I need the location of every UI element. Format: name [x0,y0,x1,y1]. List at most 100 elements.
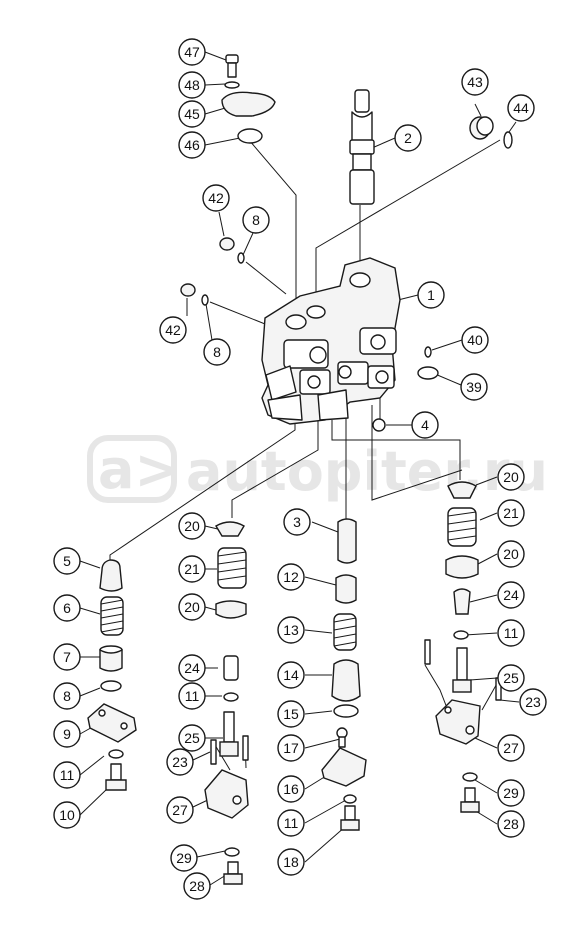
callout-23-right: 23 [519,688,547,716]
part-oring-39 [417,366,439,380]
svg-text:43: 43 [467,74,483,90]
callout-3: 3 [283,508,311,536]
svg-text:42: 42 [208,190,224,206]
svg-text:44: 44 [513,100,529,116]
part-pin-23-mid-b [242,735,249,761]
svg-text:20: 20 [503,469,519,485]
svg-text:3: 3 [293,514,301,530]
svg-text:12: 12 [283,569,299,585]
callout-28-right: 28 [497,810,525,838]
svg-text:14: 14 [283,667,299,683]
svg-text:11: 11 [60,767,75,783]
callout-27-right: 27 [497,734,525,762]
part-cap-27-mid [204,769,249,819]
svg-text:17: 17 [283,740,299,756]
callout-13: 13 [277,616,305,644]
callout-1: 1 [417,281,445,309]
part-bolt-28-right [460,787,480,813]
svg-text:39: 39 [466,379,482,395]
part-washer-11-left [108,749,124,759]
callout-42-upper: 42 [202,184,230,212]
callout-8-upper: 8 [242,206,270,234]
svg-text:10: 10 [59,807,75,823]
callout-20-mid-lower: 20 [178,593,206,621]
callout-24-mid: 24 [178,654,206,682]
callouts: 47 48 45 46 43 44 2 42 8 1 42 8 40 39 4 … [53,38,547,900]
part-oring-40 [424,346,432,358]
part-oring-46 [237,128,263,144]
svg-text:24: 24 [184,660,200,676]
part-plug-42-upper [219,237,235,251]
svg-text:29: 29 [176,850,192,866]
part-piston-3 [337,518,357,564]
svg-text:2: 2 [404,130,412,146]
callout-25-mid: 25 [178,724,206,752]
watermark-text: autopiter.ru [186,440,548,503]
part-washer-29-right [462,772,478,782]
callout-11-left: 11 [53,761,81,789]
part-oring-8-upper [237,252,245,264]
svg-text:42: 42 [165,322,181,338]
callout-46: 46 [178,131,206,159]
svg-text:20: 20 [184,518,200,534]
watermark: a> autopiter.ru [87,435,548,503]
part-washer-29-mid [224,847,240,857]
callout-6: 6 [53,594,81,622]
watermark-logo-glyph: a> [98,438,180,501]
callout-10: 10 [53,801,81,829]
part-oring-15 [333,704,359,718]
part-sleeve-12 [335,574,357,604]
svg-text:7: 7 [63,649,71,665]
part-valve-body-1 [261,257,401,425]
callout-23-mid: 23 [166,748,194,776]
svg-text:11: 11 [284,815,299,831]
callout-25-right: 25 [497,664,525,692]
svg-text:8: 8 [213,344,221,360]
part-seat-20-right-upper [447,481,477,499]
svg-text:8: 8 [252,212,260,228]
svg-text:23: 23 [525,694,541,710]
svg-text:11: 11 [504,625,519,641]
part-plate-9 [87,703,137,743]
svg-text:25: 25 [503,670,519,686]
part-seat-14 [331,659,361,702]
callout-8-left: 8 [53,682,81,710]
callout-11-center: 11 [277,809,305,837]
svg-text:18: 18 [283,854,299,870]
svg-text:45: 45 [184,106,200,122]
callout-42-lower: 42 [159,316,187,344]
callout-11-right: 11 [497,619,525,647]
svg-text:13: 13 [283,622,299,638]
svg-text:6: 6 [63,600,71,616]
svg-text:11: 11 [185,688,200,704]
part-seat-20-mid-upper [215,521,245,537]
parts [87,54,513,885]
part-plug-42-lower [180,283,196,297]
svg-text:21: 21 [184,561,200,577]
part-spring-21-right [447,507,477,547]
part-pin-23-right-a [424,639,431,665]
part-bolt-18 [340,805,360,831]
svg-text:20: 20 [503,546,519,562]
part-seat-5 [99,559,123,592]
callout-5: 5 [53,547,81,575]
callout-40: 40 [461,326,489,354]
callout-14: 14 [277,661,305,689]
callout-21-right: 21 [497,499,525,527]
callout-45: 45 [178,100,206,128]
part-spring-13 [333,613,357,651]
svg-text:29: 29 [503,785,519,801]
svg-text:27: 27 [503,740,519,756]
callout-44: 44 [507,94,535,122]
callout-9: 9 [53,720,81,748]
callout-18: 18 [277,848,305,876]
callout-4: 4 [411,411,439,439]
callout-29-mid: 29 [170,844,198,872]
part-oring-8-left [100,680,122,692]
callout-12: 12 [277,563,305,591]
part-spool-2 [349,89,375,205]
svg-text:47: 47 [184,44,200,60]
svg-text:5: 5 [63,553,71,569]
svg-text:46: 46 [184,137,200,153]
part-bolt-25-right [452,647,472,693]
